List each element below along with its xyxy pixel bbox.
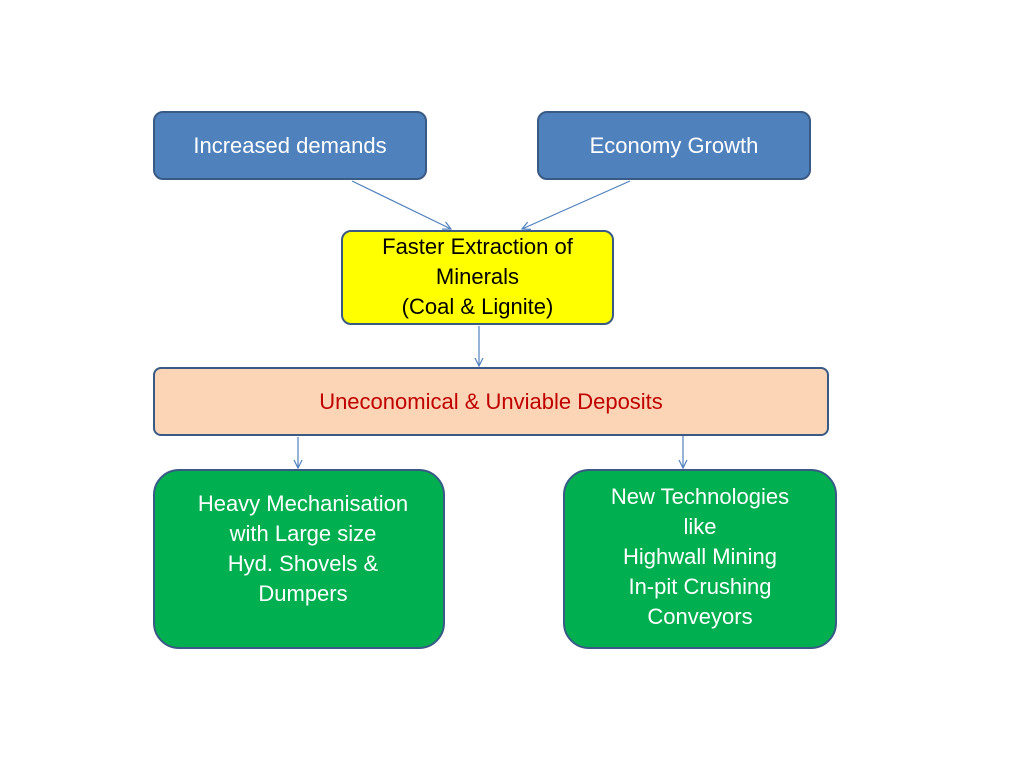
heavy-mechanisation-box: Heavy Mechanisation with Large size Hyd.… [153,469,445,649]
economy-growth-box: Economy Growth [537,111,811,180]
new-technologies-line: Conveyors [647,604,753,629]
economy-growth-label: Economy Growth [589,132,759,158]
arrow-growth-to-extraction [522,180,631,229]
heavy-mechanisation-text: Heavy Mechanisation with Large size Hyd.… [198,489,408,609]
heavy-mechanisation-line: Hyd. Shovels & [227,551,379,576]
uneconomical-deposits-box: Uneconomical & Unviable Deposits [153,367,829,436]
new-technologies-box: New Technologies like Highwall Mining In… [563,469,837,649]
faster-extraction-line: Minerals [435,263,520,289]
new-technologies-line: New Technologies [610,484,790,509]
heavy-mechanisation-line: Dumpers [258,581,348,606]
faster-extraction-line: Faster Extraction of [382,233,573,259]
increased-demands-label: Increased demands [193,132,387,158]
faster-extraction-line: (Coal & Lignite) [401,293,554,319]
arrow-demands-to-extraction [351,180,451,229]
uneconomical-deposits-label: Uneconomical & Unviable Deposits [319,388,663,414]
new-technologies-text: New Technologies like Highwall Mining In… [611,482,789,632]
heavy-mechanisation-line: with Large size [229,521,377,546]
new-technologies-line: In-pit Crushing [628,574,772,599]
new-technologies-line: like [683,514,717,539]
faster-extraction-text: Faster Extraction of Minerals (Coal & Li… [382,232,573,322]
faster-extraction-box: Faster Extraction of Minerals (Coal & Li… [341,230,614,325]
increased-demands-box: Increased demands [153,111,427,180]
new-technologies-line: Highwall Mining [622,544,778,569]
heavy-mechanisation-line: Heavy Mechanisation [197,491,409,516]
